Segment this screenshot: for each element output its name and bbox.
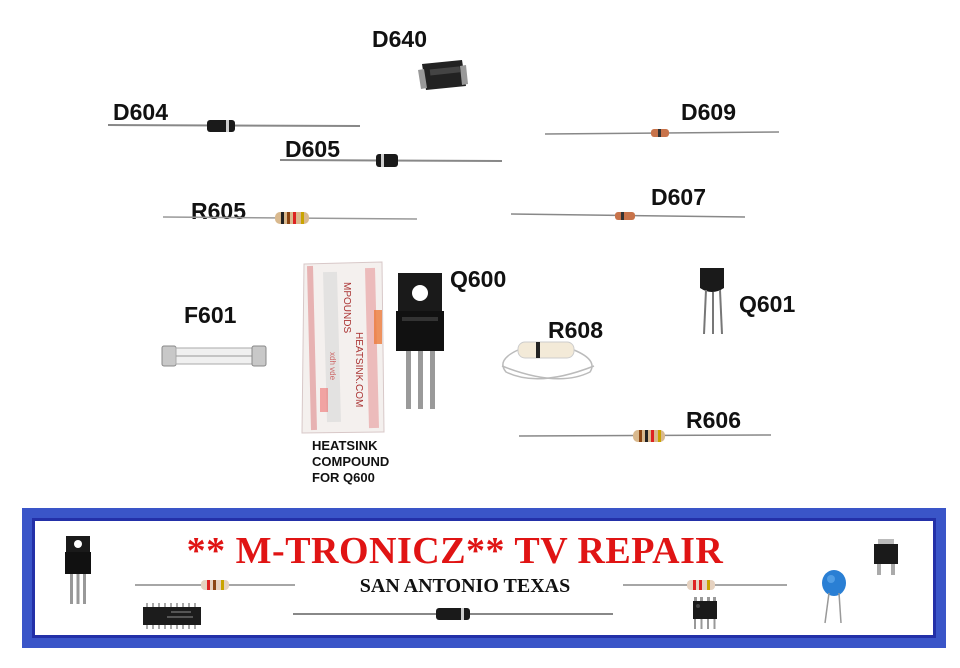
svg-text:xdh vde: xdh vde (328, 352, 337, 381)
banner-subtitle: SAN ANTONIO TEXAS (359, 575, 571, 597)
label-r605: R605 (191, 198, 246, 224)
resistor-icon (518, 428, 772, 444)
resistor-icon (498, 338, 598, 386)
label-d640: D640 (372, 26, 427, 52)
axial-diode-icon (279, 153, 503, 169)
axial-diode-icon (293, 607, 613, 621)
label-d607: D607 (651, 184, 706, 210)
ic-chip-icon (143, 603, 203, 629)
smd-diode-icon (414, 58, 468, 94)
label-r608: R608 (548, 317, 603, 343)
dip8-chip-icon (691, 597, 719, 631)
resistor-icon (135, 579, 295, 591)
fuse-icon (161, 344, 267, 368)
svg-text:MPOUNDS: MPOUNDS (341, 282, 352, 333)
heatsink-compound-packet-icon: MPOUNDS HEATSINK.COM xdh vde (300, 261, 386, 434)
heatsink-caption-line1: HEATSINK (312, 438, 378, 453)
label-d605: D605 (285, 136, 340, 162)
banner: ** M-TRONICZ** TV REPAIR SAN ANTONIO TEX… (22, 508, 946, 648)
axial-diode-icon (107, 118, 361, 134)
label-f601: F601 (184, 302, 237, 328)
axial-diode-icon (544, 126, 780, 140)
to92-transistor-icon (698, 266, 728, 336)
to220-transistor-icon (396, 273, 444, 411)
resistor-icon (623, 579, 787, 591)
dpak-transistor-icon (873, 539, 899, 577)
heatsink-caption: HEATSINK COMPOUND FOR Q600 (312, 438, 389, 486)
banner-inner: ** M-TRONICZ** TV REPAIR SAN ANTONIO TEX… (32, 518, 936, 638)
label-q600: Q600 (450, 266, 507, 292)
label-d604: D604 (113, 99, 168, 125)
resistor-icon (162, 210, 418, 226)
to220-transistor-icon (65, 536, 91, 606)
heatsink-caption-line2: COMPOUND (312, 454, 390, 469)
label-q601: Q601 (739, 291, 796, 317)
svg-text:HEATSINK.COM: HEATSINK.COM (353, 332, 364, 407)
heatsink-caption-line3: FOR Q600 (312, 470, 375, 485)
banner-title: ** M-TRONICZ** TV REPAIR (186, 530, 724, 572)
label-r606: R606 (686, 407, 741, 433)
ceramic-capacitor-icon (819, 569, 849, 625)
axial-diode-icon (510, 209, 746, 223)
label-d609: D609 (681, 99, 736, 125)
